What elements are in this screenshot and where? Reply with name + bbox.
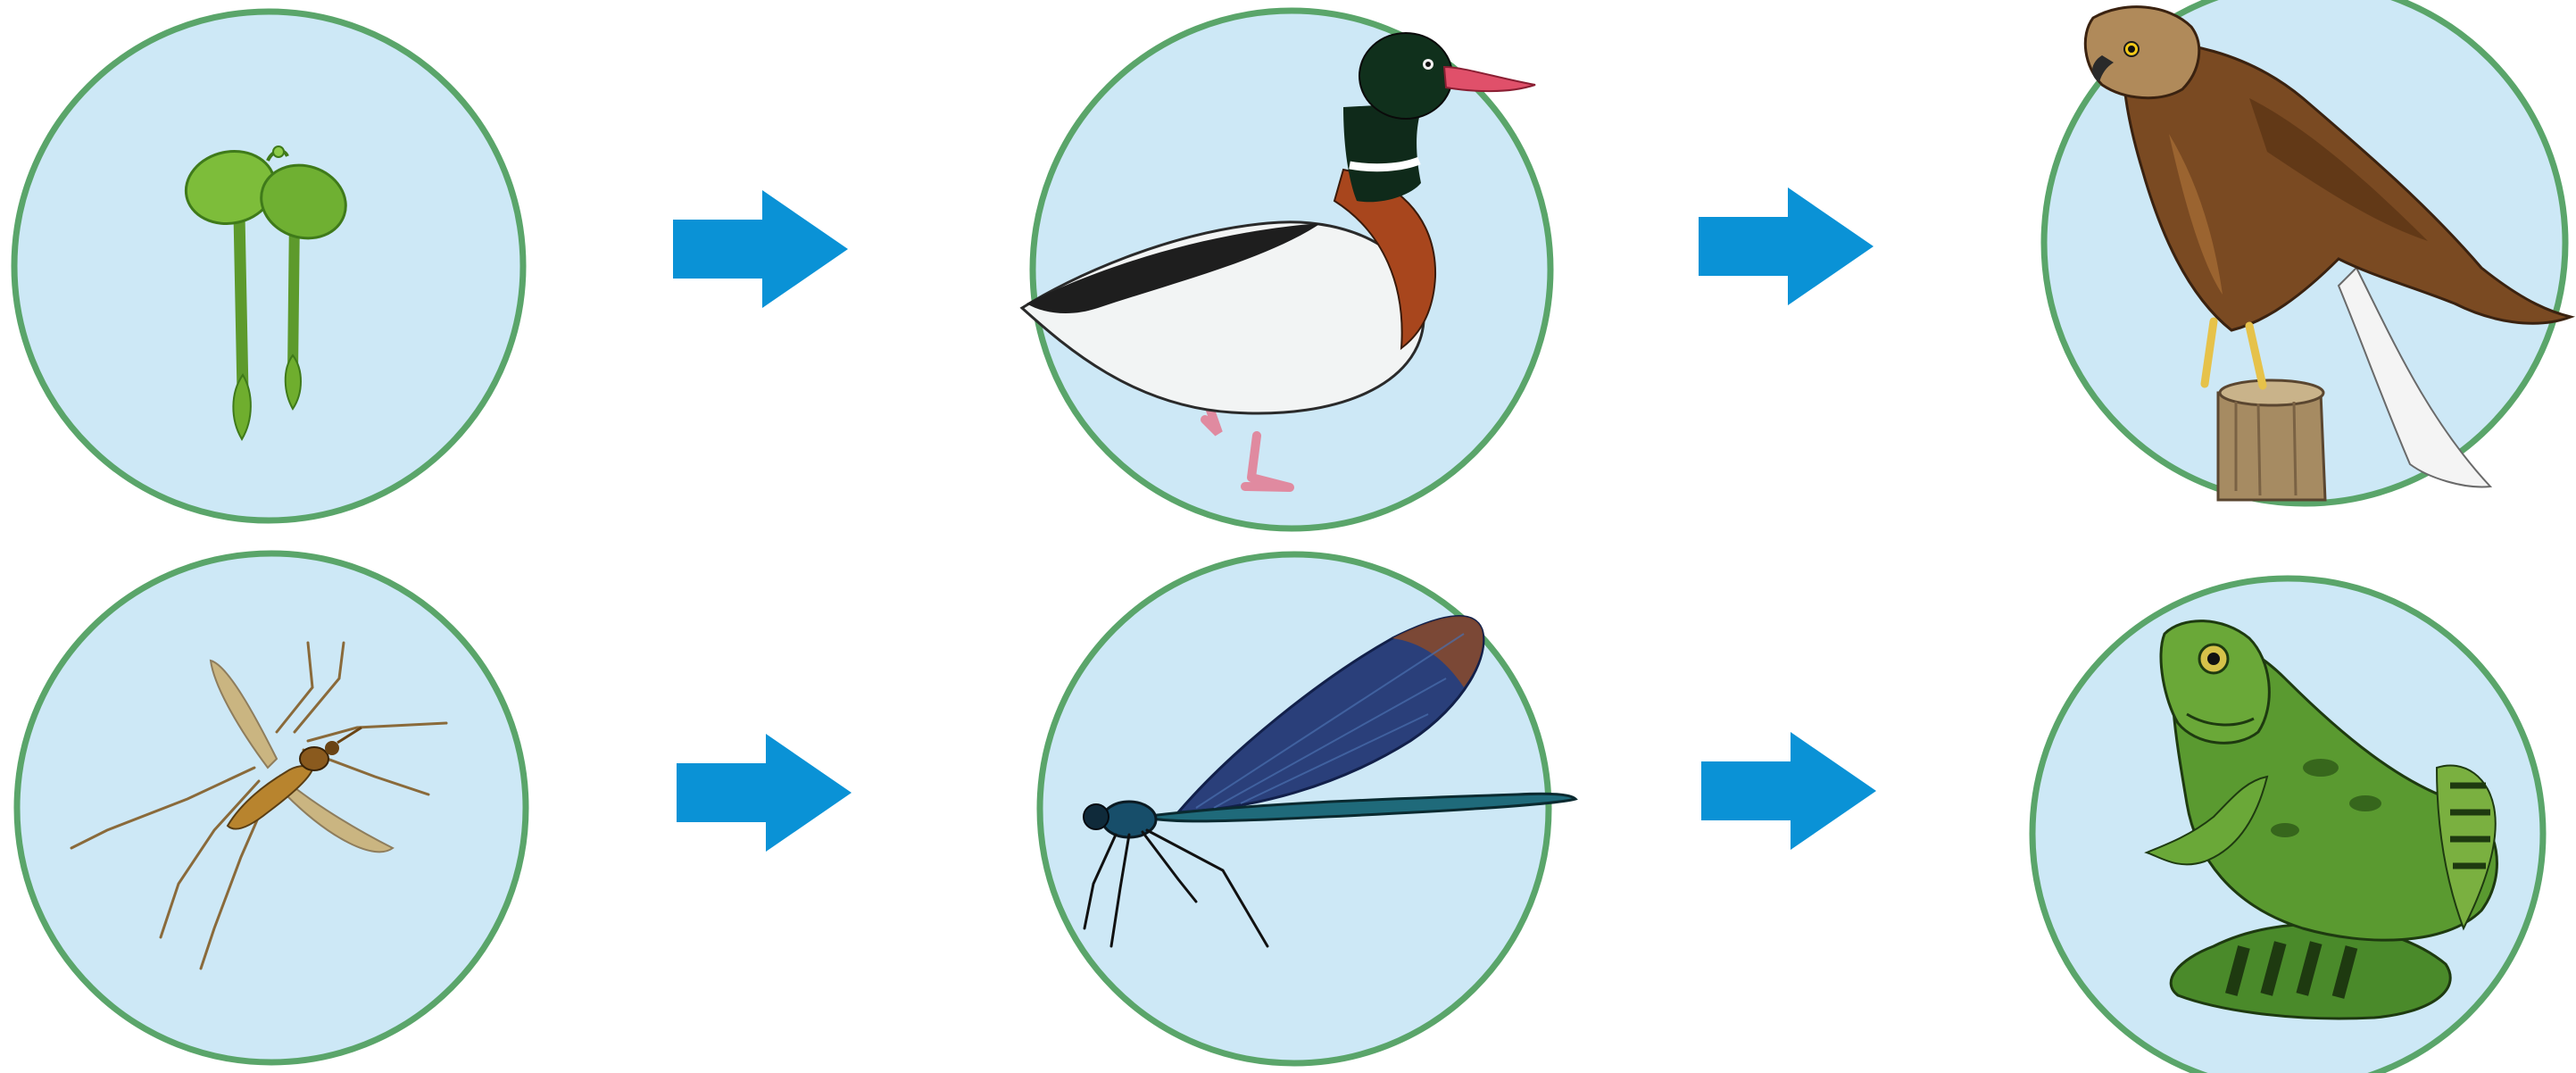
food-chain-2-organism-1 [17, 553, 526, 1062]
food-chain-1-organism-3 [2044, 0, 2571, 503]
right-arrow-icon [1701, 732, 1876, 850]
food-chain-1-organism-2 [1022, 11, 1550, 528]
right-arrow-icon [677, 734, 852, 852]
right-arrow-icon [673, 190, 848, 308]
food-chain-2-organism-3 [2032, 578, 2543, 1073]
food-chain-2-organism-2 [1040, 554, 1575, 1063]
right-arrow-icon [1699, 187, 1874, 305]
organism-circle [14, 12, 523, 520]
food-chain-1-organism-1 [14, 12, 523, 520]
